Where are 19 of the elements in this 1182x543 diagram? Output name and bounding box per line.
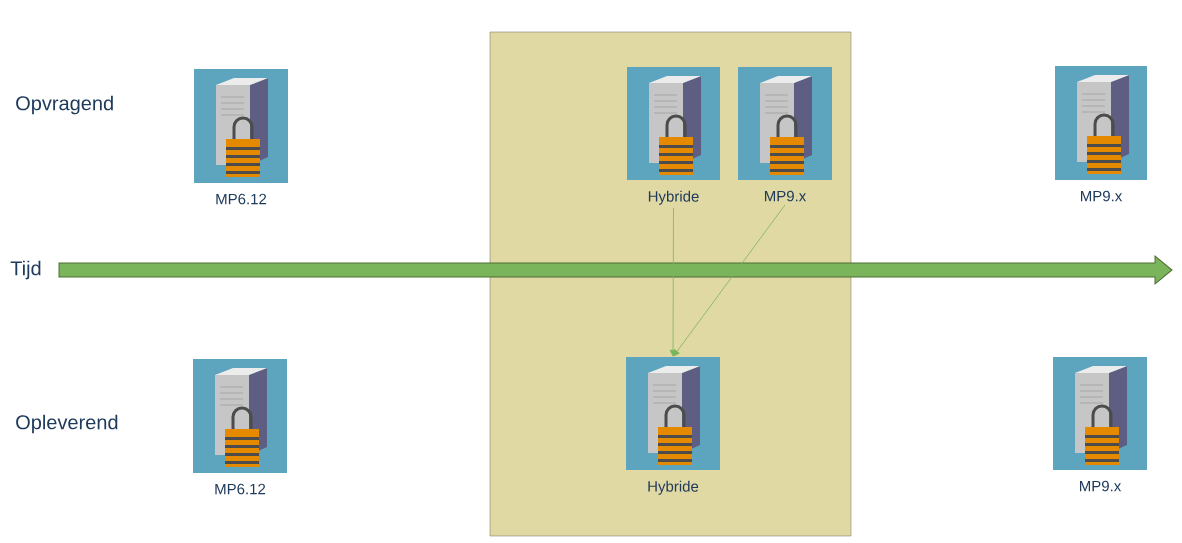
server-node: MP9.x bbox=[738, 67, 832, 202]
node-label: MP9.x bbox=[1079, 480, 1122, 492]
server-node: MP9.x bbox=[1055, 66, 1147, 202]
server-node: MP6.12 bbox=[194, 69, 288, 205]
node-label: MP9.x bbox=[764, 190, 807, 202]
arrow bbox=[673, 204, 786, 357]
server-node: MP9.x bbox=[1053, 357, 1147, 492]
node-label: MP6.12 bbox=[215, 483, 266, 495]
node-label: MP6.12 bbox=[216, 193, 267, 205]
node-label: MP9.x bbox=[1080, 190, 1123, 202]
node-label: Hybride bbox=[648, 190, 699, 205]
row-label: Opvragend bbox=[16, 95, 113, 115]
row-label: Opleverend bbox=[16, 414, 118, 434]
server-node: Hybride bbox=[626, 357, 720, 495]
server-node: MP6.12 bbox=[193, 359, 287, 495]
node-label: Hybride bbox=[648, 480, 699, 495]
row-label: Tijd bbox=[10, 260, 41, 280]
server-node: Hybride bbox=[627, 67, 720, 205]
arrow bbox=[669, 207, 677, 357]
